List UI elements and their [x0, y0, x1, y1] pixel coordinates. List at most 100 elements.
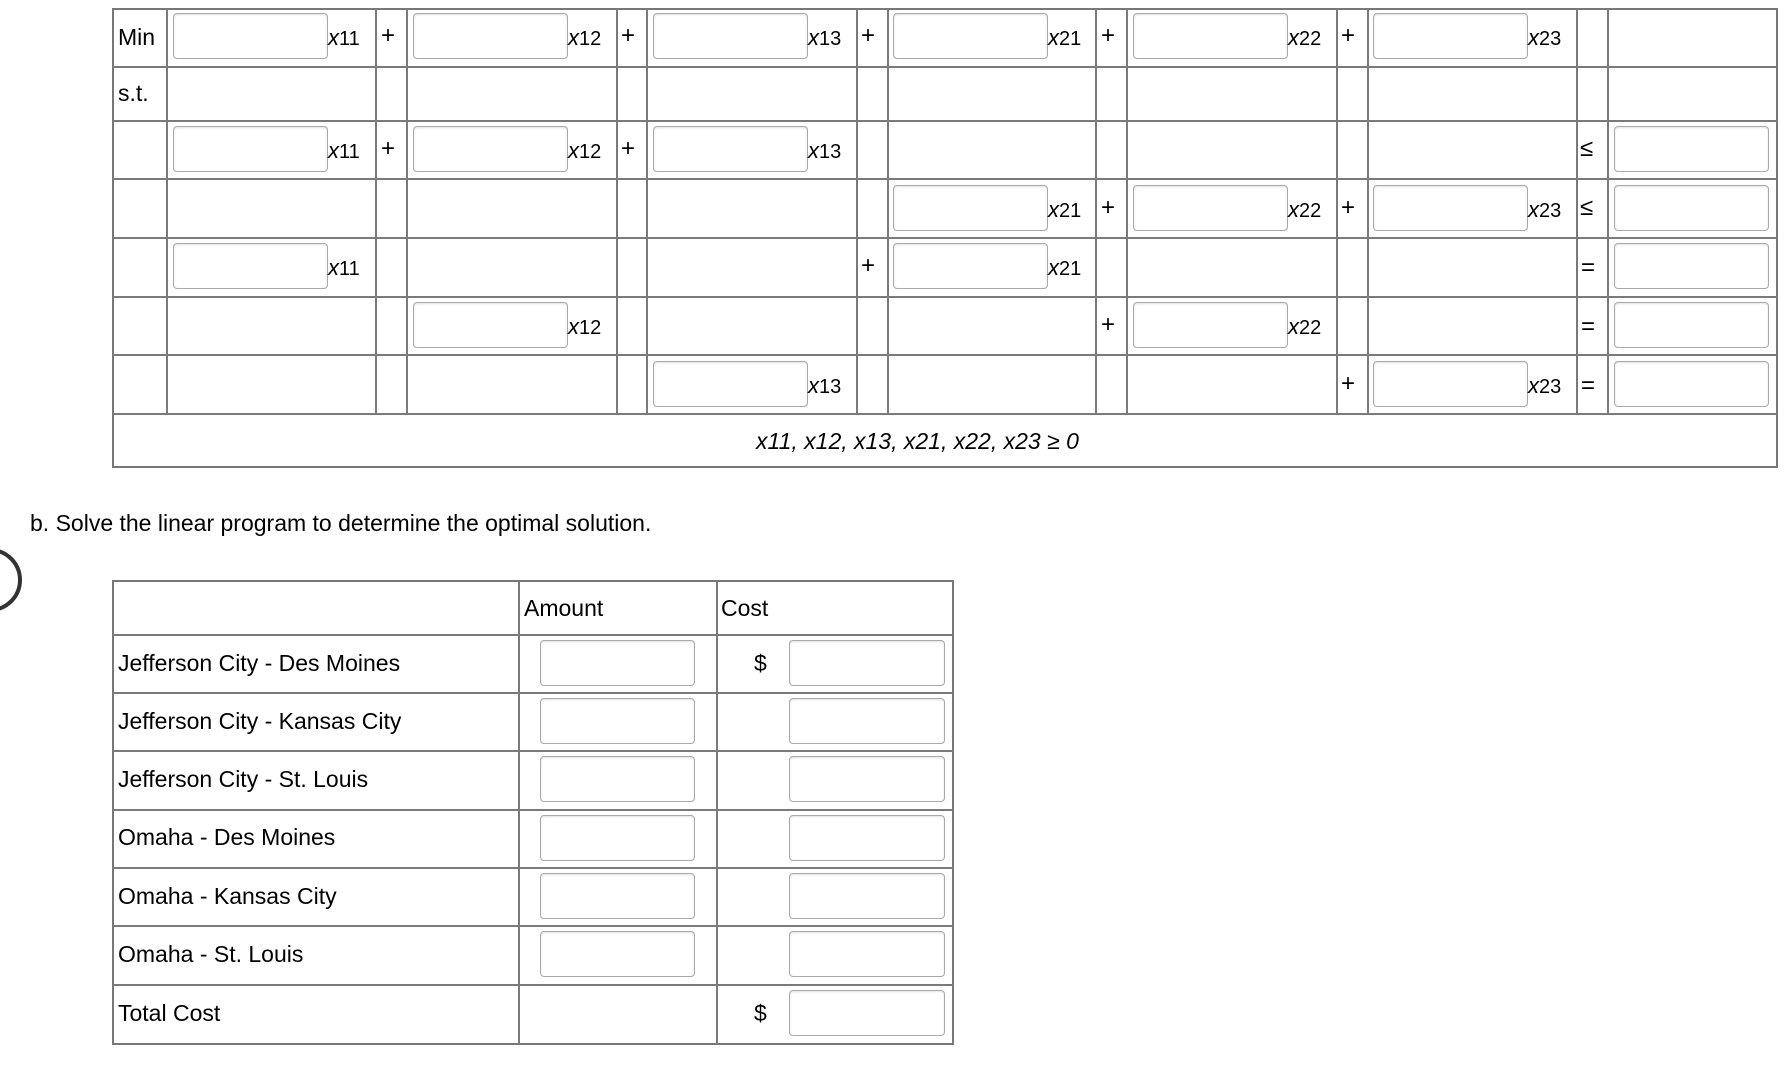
route-label: Omaha - St. Louis — [118, 941, 304, 967]
part-b-instruction: b. Solve the linear program to determine… — [30, 510, 652, 536]
row-divider — [112, 984, 954, 986]
route-label: Jefferson City - Kansas City — [118, 708, 402, 734]
constraint2-coef-x23[interactable] — [1373, 185, 1528, 231]
constraint1-coef-x11[interactable] — [173, 126, 328, 172]
row-divider — [112, 413, 1778, 415]
col-divider — [406, 8, 408, 413]
cost-input[interactable] — [789, 815, 945, 861]
plus-sign: + — [1101, 311, 1116, 338]
plus-sign: + — [1101, 194, 1116, 221]
var-x22: x22 — [1288, 25, 1322, 50]
var-x21: x21 — [1048, 197, 1082, 222]
amount-input[interactable] — [540, 931, 695, 977]
equals-sign: = — [1581, 254, 1596, 281]
row-divider — [112, 809, 954, 811]
constraint3-rhs[interactable] — [1614, 243, 1769, 289]
constraint2-coef-x22[interactable] — [1133, 185, 1288, 231]
col-divider — [1336, 8, 1338, 413]
dollar-sign: $ — [754, 1000, 767, 1026]
equals-sign: = — [1581, 313, 1596, 340]
col-divider — [716, 580, 718, 1045]
route-label: Jefferson City - St. Louis — [118, 766, 369, 792]
objective-coef-x22[interactable] — [1133, 13, 1288, 59]
var-x23: x23 — [1528, 373, 1562, 398]
objective-coef-x12[interactable] — [413, 13, 568, 59]
amount-input[interactable] — [540, 756, 695, 802]
row-divider — [112, 692, 954, 694]
plus-sign: + — [381, 135, 396, 162]
row-divider — [112, 925, 954, 927]
constraint2-rhs[interactable] — [1614, 185, 1769, 231]
var-x12: x12 — [568, 138, 602, 163]
partial-circle-icon — [0, 548, 22, 612]
var-x12: x12 — [568, 25, 602, 50]
cost-input[interactable] — [789, 756, 945, 802]
plus-sign: + — [381, 22, 396, 49]
constraint4-coef-x22[interactable] — [1133, 302, 1288, 348]
plus-sign: + — [861, 22, 876, 49]
var-x22: x22 — [1288, 314, 1322, 339]
constraint1-coef-x13[interactable] — [653, 126, 808, 172]
constraint5-coef-x13[interactable] — [653, 361, 808, 407]
plus-sign: + — [1341, 370, 1356, 397]
row-divider — [112, 296, 1778, 298]
constraint3-coef-x21[interactable] — [893, 243, 1048, 289]
plus-sign: + — [1101, 22, 1116, 49]
col-divider — [166, 8, 168, 413]
total-cost-input[interactable] — [789, 990, 945, 1036]
var-x23: x23 — [1528, 25, 1562, 50]
objective-coef-x13[interactable] — [653, 13, 808, 59]
constraint3-coef-x11[interactable] — [173, 243, 328, 289]
var-x21: x21 — [1048, 255, 1082, 280]
plus-sign: + — [621, 135, 636, 162]
constraint5-coef-x23[interactable] — [1373, 361, 1528, 407]
amount-input[interactable] — [540, 640, 695, 686]
var-x23: x23 — [1528, 197, 1562, 222]
col-divider — [646, 8, 648, 413]
constraint1-rhs[interactable] — [1614, 126, 1769, 172]
row-divider — [112, 750, 954, 752]
dollar-sign: $ — [754, 650, 767, 676]
row-divider — [112, 354, 1778, 356]
nonnegativity-constraint: x11, x12, x13, x21, x22, x23 ≥ 0 — [756, 428, 1079, 454]
row-divider — [112, 867, 954, 869]
cost-input[interactable] — [789, 640, 945, 686]
objective-coef-x21[interactable] — [893, 13, 1048, 59]
var-x11: x11 — [328, 255, 360, 280]
row-divider — [112, 237, 1778, 239]
route-label: Omaha - Des Moines — [118, 824, 336, 850]
objective-coef-x11[interactable] — [173, 13, 328, 59]
col-divider — [1367, 8, 1369, 413]
cost-input[interactable] — [789, 931, 945, 977]
objective-coef-x23[interactable] — [1373, 13, 1528, 59]
var-x11: x11 — [328, 138, 360, 163]
cost-input[interactable] — [789, 698, 945, 744]
row-divider — [112, 120, 1778, 122]
var-x21: x21 — [1048, 25, 1082, 50]
constraint4-rhs[interactable] — [1614, 302, 1769, 348]
less-equal-sign: ≤ — [1580, 135, 1594, 162]
constraint2-coef-x21[interactable] — [893, 185, 1048, 231]
route-label: Omaha - Kansas City — [118, 883, 337, 909]
cost-input[interactable] — [789, 873, 945, 919]
total-cost-label: Total Cost — [118, 1000, 221, 1026]
constraint1-coef-x12[interactable] — [413, 126, 568, 172]
col-divider — [1095, 8, 1097, 413]
col-divider — [1126, 8, 1128, 413]
var-x13: x13 — [808, 373, 842, 398]
amount-input[interactable] — [540, 815, 695, 861]
var-x12: x12 — [568, 314, 602, 339]
amount-input[interactable] — [540, 873, 695, 919]
plus-sign: + — [1341, 194, 1356, 221]
col-divider — [856, 8, 858, 413]
route-label: Jefferson City - Des Moines — [118, 650, 401, 676]
min-label: Min — [118, 24, 156, 50]
col-divider — [887, 8, 889, 413]
col-divider — [1576, 8, 1578, 413]
var-x13: x13 — [808, 138, 842, 163]
col-divider — [1607, 8, 1609, 413]
var-x13: x13 — [808, 25, 842, 50]
constraint4-coef-x12[interactable] — [413, 302, 568, 348]
amount-input[interactable] — [540, 698, 695, 744]
constraint5-rhs[interactable] — [1614, 361, 1769, 407]
